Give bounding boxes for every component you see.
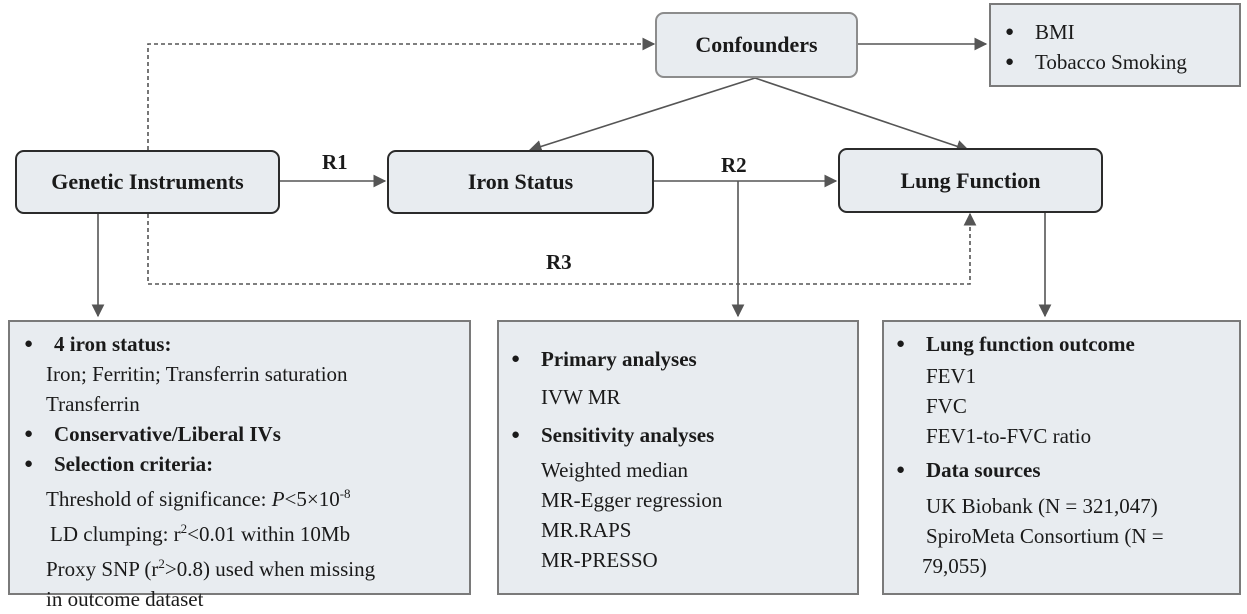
iron-status-heading: 4 iron status: [54,332,172,356]
connector-layer [91,37,1052,318]
lung-outcome-heading: Lung function outcome [926,332,1135,356]
list-item: ● Conservative/Liberal IVs [24,419,461,449]
iron-status-line: Transferrin [46,392,140,416]
confounder-list-panel: ● BMI ● Tobacco Smoking [989,3,1241,87]
outcome-item: FEV1-to-FVC ratio [926,424,1092,448]
bullet-icon: ● [896,336,906,352]
bullet-icon: ● [24,426,34,442]
lung-function-label: Lung Function [900,167,1041,193]
primary-analyses-heading: Primary analyses [541,347,697,371]
list-item: ● Tobacco Smoking [1005,47,1229,77]
ld-clumping-line: LD clumping: r2<0.01 within 10Mb [50,521,351,546]
bullet-icon: ● [511,351,521,367]
data-source-item: 79,055) [922,554,987,578]
arrow-confounders-to-iron [528,77,756,153]
list-item: ● Primary analyses [511,344,849,374]
confounder-item: Tobacco Smoking [1035,50,1187,74]
list-item: ● Lung function outcome [896,329,1231,359]
bullet-icon: ● [24,456,34,472]
data-source-item: UK Biobank (N = 321,047) [926,494,1158,518]
proxy-snp-line-2: in outcome dataset [46,587,204,611]
analysis-methods-panel: ● Primary analyses IVW MR ● Sensitivity … [497,320,859,595]
lung-function-node: Lung Function [838,148,1103,213]
r2-label: R2 [721,153,747,177]
selection-criteria-heading: Selection criteria: [54,452,214,476]
dashed-arrow-r3 [147,212,977,285]
bullet-icon: ● [1005,24,1015,40]
r3-label: R3 [546,250,572,274]
confounders-label: Confounders [695,32,818,57]
proxy-snp-line: Proxy SNP (r2>0.8) used when missing [46,556,376,581]
data-source-item: SpiroMeta Consortium (N = [926,524,1164,548]
dashed-arrow-genetic-to-confounders [147,37,656,150]
list-item: ● Data sources [896,455,1231,485]
genetic-criteria-panel: ● 4 iron status: Iron; Ferritin; Transfe… [8,320,471,611]
outcome-panel: ● Lung function outcome FEV1 FVC FEV1-to… [882,320,1241,595]
sensitivity-item: MR.RAPS [541,518,632,542]
threshold-line: Threshold of significance: P<5×10-8 [46,486,351,511]
confounder-item: BMI [1035,20,1075,44]
iron-status-label: Iron Status [467,169,574,194]
list-item: ● Selection criteria: [24,449,461,479]
list-item: ● BMI [1005,17,1229,47]
ivs-heading: Conservative/Liberal IVs [54,422,281,446]
data-sources-heading: Data sources [926,458,1041,482]
bullet-icon: ● [511,427,521,443]
arrow-confounders-to-lung [754,77,970,153]
genetic-instruments-node: Genetic Instruments [15,150,280,214]
iron-status-node: Iron Status [387,150,654,214]
sensitivity-item: MR-Egger regression [541,488,723,512]
r1-label: R1 [322,150,348,174]
iron-status-line: Iron; Ferritin; Transferrin saturation [46,362,348,386]
bullet-icon: ● [24,336,34,352]
outcome-item: FEV1 [926,364,977,388]
sensitivity-item: Weighted median [541,458,689,482]
bullet-icon: ● [1005,54,1015,70]
sensitivity-analyses-heading: Sensitivity analyses [541,423,715,447]
sensitivity-item: MR-PRESSO [541,548,658,572]
genetic-instruments-label: Genetic Instruments [51,169,244,194]
bullet-icon: ● [896,462,906,478]
list-item: ● Sensitivity analyses [511,420,849,450]
primary-analysis-item: IVW MR [541,385,621,409]
list-item: ● 4 iron status: [24,329,461,359]
confounders-node: Confounders [655,12,858,78]
outcome-item: FVC [926,394,967,418]
